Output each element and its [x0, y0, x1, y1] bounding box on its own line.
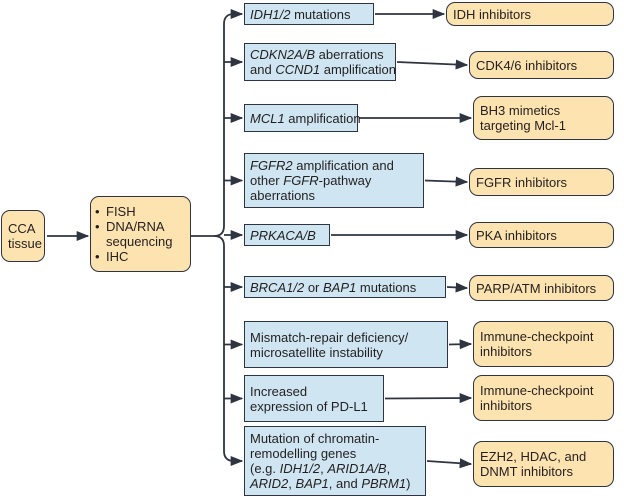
trunk-curve-down	[213, 235, 225, 247]
branch-bottom	[223, 246, 244, 467]
therapy-box-pka: PKA inhibitors	[469, 222, 614, 248]
source-line-2: tissue	[8, 236, 42, 251]
alteration-line: CDKN2A/B aberrations	[250, 47, 384, 62]
alteration-line: IDH1/2 mutations	[250, 6, 351, 22]
therapy-box-cdk: CDK4/6 inhibitors	[469, 51, 614, 79]
alteration-box-chromatin: Mutation of chromatin-remodelling genes(…	[244, 426, 426, 496]
alteration-box-mmr: Mismatch-repair deficiency/microsatellit…	[244, 321, 448, 368]
arrow-to-therapy-fgfr	[424, 176, 469, 187]
therapy-line: PARP/ATM inhibitors	[476, 280, 597, 296]
alteration-box-idh: IDH1/2 mutations	[244, 3, 374, 25]
alteration-line: Mutation of chromatin-	[250, 431, 380, 446]
therapy-line: inhibitors	[480, 398, 533, 413]
alteration-line: microsatellite instability	[250, 344, 383, 360]
therapy-box-parp: PARP/ATM inhibitors	[469, 275, 614, 301]
alteration-box-prkaca: PRKACA/B	[244, 224, 330, 246]
source-box: CCA tissue	[1, 210, 45, 262]
therapy-line: CDK4/6 inhibitors	[476, 57, 578, 73]
alteration-line: Increased	[250, 383, 308, 399]
arrow-to-therapy-icpi2	[384, 393, 473, 404]
therapy-line: DNMT inhibitors	[480, 464, 573, 479]
alteration-box-brca: BRCA1/2 or BAP1 mutations	[244, 276, 446, 298]
alteration-line: PRKACA/B	[250, 227, 316, 243]
therapy-box-idh: IDH inhibitors	[446, 2, 614, 26]
arrow-to-therapy-epi	[426, 458, 473, 469]
alteration-line: aberrations	[250, 188, 316, 203]
branch-top	[223, 8, 244, 226]
alteration-line: MCL1 amplification	[250, 110, 361, 126]
therapy-box-fgfr: FGFR inhibitors	[469, 168, 614, 196]
therapy-line: inhibitors	[480, 344, 533, 359]
source-line-1: CCA	[8, 221, 36, 236]
therapy-line: targeting Mcl-1	[480, 118, 566, 133]
therapy-line: BH3 mimetics	[480, 103, 561, 118]
alteration-line: Mismatch-repair deficiency/	[250, 329, 409, 345]
method-item-fish: FISH	[95, 204, 186, 219]
therapy-line: Immune-checkpoint	[480, 329, 594, 344]
alteration-line: and CCND1 amplification	[250, 62, 396, 77]
therapy-line: IDH inhibitors	[453, 6, 532, 22]
arrow-to-therapy-parp	[446, 282, 469, 293]
arrow-to-therapy-cdk	[396, 59, 469, 70]
alteration-line: ARID2, BAP1, and PBRM1)	[250, 476, 411, 491]
alteration-line: (e.g. IDH1/2, ARID1A/B,	[250, 461, 391, 476]
alteration-line: remodelling genes	[250, 446, 357, 461]
therapy-line: EZH2, HDAC, and	[480, 449, 587, 464]
trunk-curve-up	[213, 225, 225, 237]
alteration-box-mcl1: MCL1 amplification	[244, 104, 361, 132]
alteration-line: expression of PD-L1	[250, 398, 368, 414]
therapy-line: Immune-checkpoint	[480, 383, 594, 398]
alteration-line: FGFR2 amplification and	[250, 158, 394, 173]
method-item-ihc: IHC	[95, 249, 186, 264]
alteration-line: BRCA1/2 or BAP1 mutations	[250, 279, 417, 295]
therapy-line: FGFR inhibitors	[476, 174, 568, 190]
arrow-to-therapy-icpi1	[448, 339, 473, 350]
therapy-line: PKA inhibitors	[476, 227, 557, 243]
alteration-line: other FGFR-pathway	[250, 173, 372, 188]
